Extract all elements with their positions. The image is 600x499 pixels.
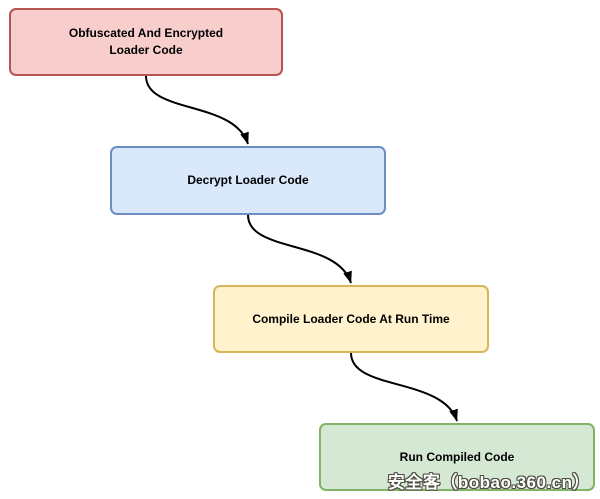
arrow-compile-to-run <box>350 352 458 422</box>
node-label: Compile Loader Code At Run Time <box>252 311 450 326</box>
node-decrypt-loader-code: Decrypt Loader Code <box>110 146 386 215</box>
node-obfuscated-encrypted-loader-code: Obfuscated And Encrypted Loader Code <box>9 8 283 76</box>
arrow-obfuscated-to-decrypt <box>145 75 249 145</box>
node-label: Decrypt Loader Code <box>187 173 309 188</box>
node-compile-loader-code-at-run-time: Compile Loader Code At Run Time <box>213 285 489 353</box>
node-label: Obfuscated And Encrypted Loader Code <box>68 26 224 57</box>
watermark-anquanke: 安全客（bobao.360.cn） <box>387 473 590 492</box>
node-label: Run Compiled Code <box>399 449 515 464</box>
node-run-compiled-code: Run Compiled Code <box>319 423 595 491</box>
arrow-decrypt-to-compile <box>247 214 352 284</box>
